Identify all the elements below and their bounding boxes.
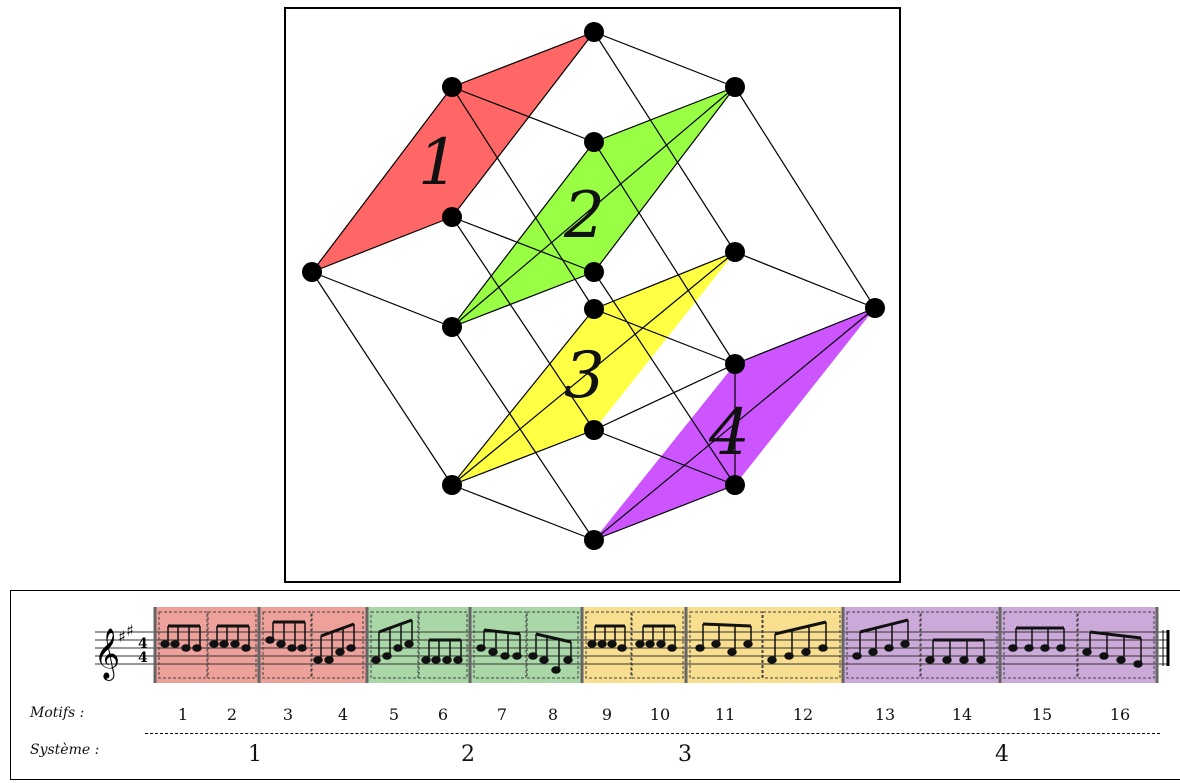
motif-number: 12 — [792, 705, 814, 724]
graph-vertices — [302, 22, 885, 550]
region-3-label: 3 — [564, 339, 605, 413]
hypercube-graph-panel: 1 2 3 4 — [284, 7, 901, 583]
motif-number: 2 — [226, 705, 238, 724]
region-2-label: 2 — [563, 179, 605, 253]
motif-number: 15 — [1031, 705, 1053, 724]
motif-number: 5 — [388, 705, 400, 724]
motif-number: 13 — [874, 705, 896, 724]
system-number: 1 — [248, 742, 262, 767]
motif-number: 1 — [177, 705, 189, 724]
motif-number: 16 — [1109, 705, 1131, 724]
hypercube-graph-svg: 1 2 3 4 — [302, 22, 885, 550]
graph-edges — [311, 31, 876, 541]
motif-number: 11 — [714, 705, 736, 724]
motifs-label: Motifs : — [30, 705, 85, 721]
system-number: 4 — [995, 742, 1009, 767]
systeme-label: Système : — [30, 742, 100, 758]
divider — [145, 733, 1160, 734]
motif-number: 14 — [951, 705, 973, 724]
system-number: 3 — [678, 742, 692, 767]
region-4-label: 4 — [708, 396, 750, 470]
motif-number: 8 — [547, 705, 559, 724]
motif-number: 9 — [601, 705, 613, 724]
region-1 — [312, 32, 594, 272]
region-1-label: 1 — [418, 126, 459, 200]
motif-number: 3 — [282, 705, 294, 724]
system-number: 2 — [461, 742, 475, 767]
motif-number: 6 — [437, 705, 449, 724]
motif-number: 7 — [496, 705, 508, 724]
motif-number: 10 — [649, 705, 671, 724]
motif-number: 4 — [337, 705, 349, 724]
